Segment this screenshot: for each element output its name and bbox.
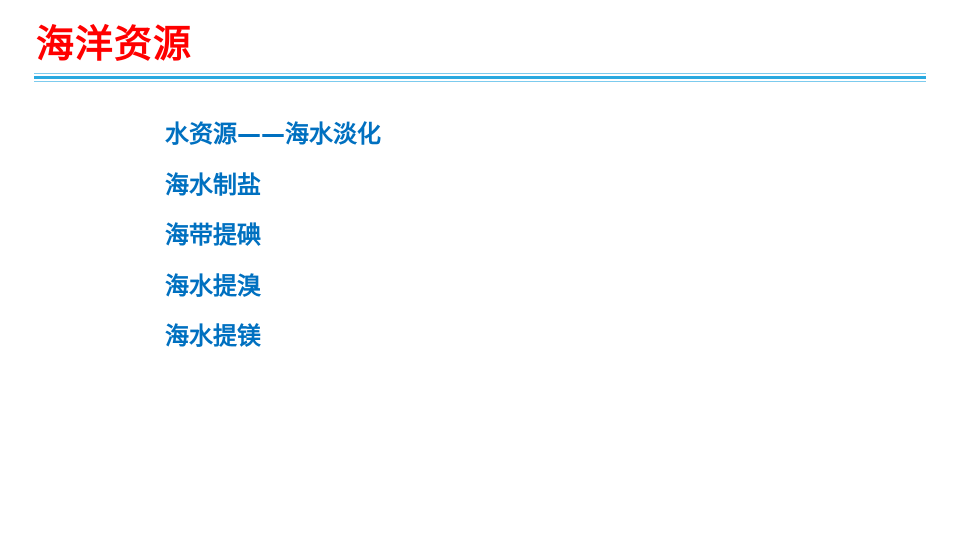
topic-item-bromine: 海水提溴	[165, 271, 261, 300]
title-underline-thin-bottom	[34, 81, 926, 82]
slide-title: 海洋资源	[36, 22, 193, 66]
title-underline-thick	[34, 76, 926, 79]
topic-list: 水资源——海水淡化 海水制盐 海带提碘 海水提溴 海水提镁	[165, 112, 381, 365]
title-underline-thin-top	[34, 73, 926, 74]
topic-item-magnesium: 海水提镁	[165, 322, 261, 350]
title-underline	[34, 73, 926, 83]
topic-item-salt: 海水制盐	[165, 170, 261, 199]
topic-item-iodine: 海带提碘	[165, 221, 261, 249]
topic-item-desalination: 水资源——海水淡化	[165, 120, 381, 148]
